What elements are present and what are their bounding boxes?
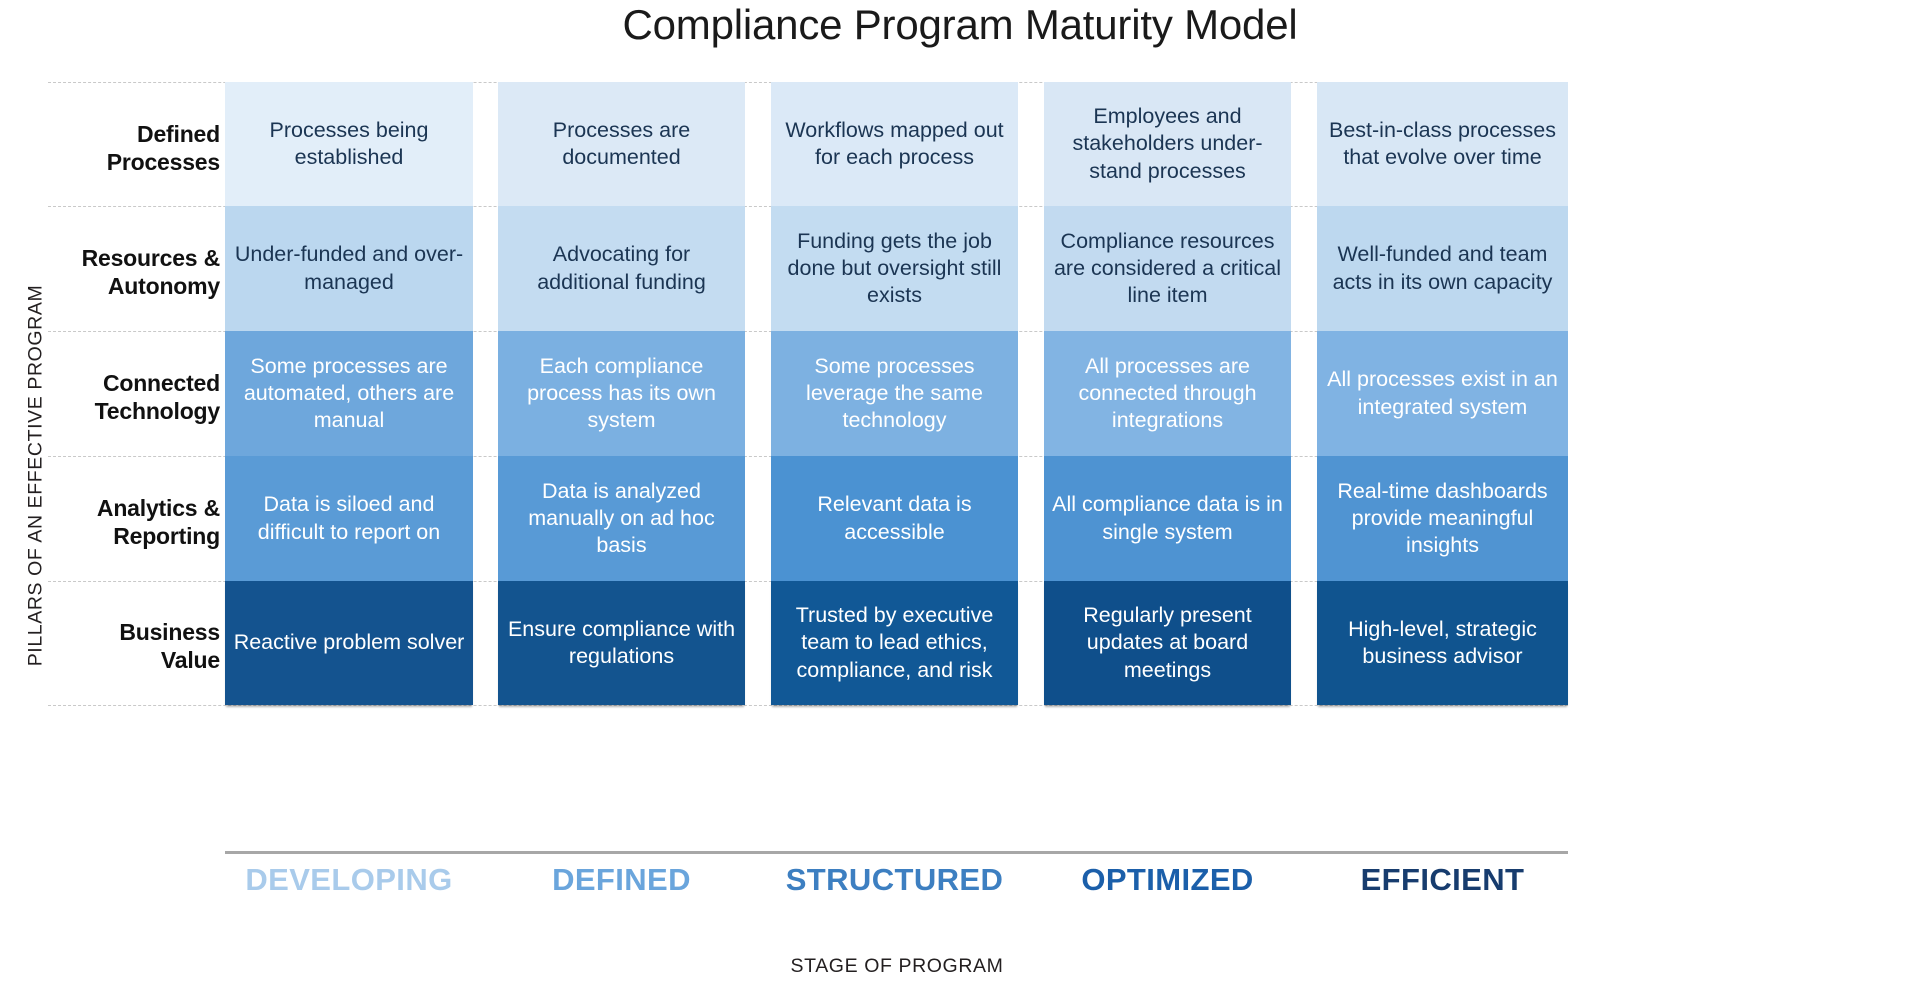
cell[interactable]: Some processes are automated, others are… xyxy=(225,331,473,456)
cell[interactable]: Workflows mapped out for each process xyxy=(771,82,1018,206)
cell[interactable]: Under-funded and over-managed xyxy=(225,206,473,331)
row-label-line1: Connected xyxy=(102,370,220,396)
cell[interactable]: Data is analyzed manually on ad hoc basi… xyxy=(498,456,745,581)
row-label-business-value: Business Value xyxy=(48,618,220,674)
cell[interactable]: Real-time dashboards provide meaningful … xyxy=(1317,456,1568,581)
stage-label-developing[interactable]: DEVELOPING xyxy=(245,862,453,897)
stage-label-row: DEVELOPING DEFINED STRUCTURED OPTIMIZED … xyxy=(225,862,1568,920)
cell[interactable]: Some processes leverage the same technol… xyxy=(771,331,1018,456)
stage-label-structured[interactable]: STRUCTURED xyxy=(785,862,1004,897)
cell[interactable]: Reactive problem solver xyxy=(225,581,473,705)
cell[interactable]: All compliance data is in single system xyxy=(1044,456,1291,581)
chart-baseline xyxy=(225,851,1568,854)
row-label-analytics-reporting: Analytics & Reporting xyxy=(48,494,220,550)
cell[interactable]: All processes are connected through inte… xyxy=(1044,331,1291,456)
row-label-resources-autonomy: Resources & Autonomy xyxy=(48,244,221,300)
cell[interactable]: Regularly present updates at board meeti… xyxy=(1044,581,1291,705)
column-optimized: Employees and stakeholders under-stand p… xyxy=(1044,82,1291,705)
stage-label-optimized[interactable]: OPTIMIZED xyxy=(1081,862,1254,897)
column-developing: Processes being established Under-funded… xyxy=(225,82,473,705)
cell[interactable]: Well-funded and team acts in its own cap… xyxy=(1317,206,1568,331)
row-label-line2: Autonomy xyxy=(107,273,220,300)
row-label-column: Defined Processes Resources & Autonomy C… xyxy=(48,82,221,854)
cell[interactable]: Ensure compliance with regulations xyxy=(498,581,745,705)
stage-label-defined[interactable]: DEFINED xyxy=(552,862,691,897)
row-label-connected-technology: Connected Technology xyxy=(48,369,221,425)
row-label-line2: Processes xyxy=(106,149,220,176)
cell[interactable]: Trusted by executive team to lead ethics… xyxy=(771,581,1018,705)
cell[interactable]: Advocating for additional funding xyxy=(498,206,745,331)
row-label-line1: Resources & xyxy=(81,245,221,271)
cell[interactable]: Compliance resources are considered a cr… xyxy=(1044,206,1291,331)
row-label-line1: Defined xyxy=(137,121,220,147)
column-efficient: Best-in-class processes that evolve over… xyxy=(1317,82,1568,705)
cell[interactable]: All processes exist in an integrated sys… xyxy=(1317,331,1568,456)
y-axis-label: PILLARS OF AN EFFECTIVE PROGRAM xyxy=(24,284,47,667)
x-axis-label: STAGE OF PROGRAM xyxy=(790,955,1004,977)
row-label-line2: Technology xyxy=(94,398,221,425)
row-label-line2: Reporting xyxy=(113,523,220,550)
column-defined: Processes are documented Advocating for … xyxy=(498,82,745,705)
row-label-line1: Analytics & xyxy=(96,495,220,521)
row-label-line1: Business xyxy=(119,619,220,645)
cell[interactable]: High-level, strategic business advisor xyxy=(1317,581,1568,705)
column-structured: Workflows mapped out for each process Fu… xyxy=(771,82,1018,705)
row-label-defined-processes: Defined Processes xyxy=(48,120,220,176)
gridline xyxy=(48,705,1568,706)
cell[interactable]: Processes being established xyxy=(225,82,473,206)
stage-label-efficient[interactable]: EFFICIENT xyxy=(1360,862,1525,897)
matrix-columns: Processes being established Under-funded… xyxy=(225,82,1568,705)
cell[interactable]: Relevant data is accessible xyxy=(771,456,1018,581)
cell[interactable]: Funding gets the job done but oversight … xyxy=(771,206,1018,331)
row-label-line2: Value xyxy=(160,647,220,674)
page-title: Compliance Program Maturity Model xyxy=(622,1,1298,48)
cell[interactable]: Each compliance process has its own syst… xyxy=(498,331,745,456)
cell[interactable]: Employees and stakeholders under-stand p… xyxy=(1044,82,1291,206)
cell[interactable]: Processes are documented xyxy=(498,82,745,206)
cell[interactable]: Best-in-class processes that evolve over… xyxy=(1317,82,1568,206)
cell[interactable]: Data is siloed and difficult to report o… xyxy=(225,456,473,581)
